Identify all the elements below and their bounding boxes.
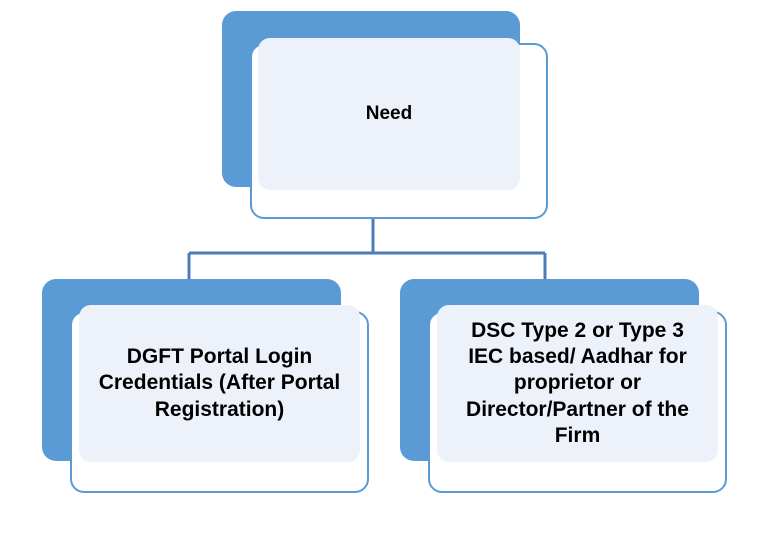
node-need-body: Need — [258, 38, 520, 190]
node-dsc-type-body: DSC Type 2 or Type 3 IEC based/ Aadhar f… — [437, 305, 718, 462]
node-dgft-portal-login-body: DGFT Portal Login Credentials (After Por… — [79, 305, 360, 462]
node-dgft-portal-login[interactable]: DGFT Portal Login Credentials (After Por… — [42, 279, 369, 493]
node-dsc-type-label: DSC Type 2 or Type 3 IEC based/ Aadhar f… — [466, 319, 689, 447]
node-dsc-type[interactable]: DSC Type 2 or Type 3 IEC based/ Aadhar f… — [400, 279, 727, 493]
node-need-label: Need — [365, 103, 413, 125]
node-need[interactable]: Need — [222, 11, 548, 219]
node-dgft-portal-login-label: DGFT Portal Login Credentials (After Por… — [98, 345, 341, 421]
